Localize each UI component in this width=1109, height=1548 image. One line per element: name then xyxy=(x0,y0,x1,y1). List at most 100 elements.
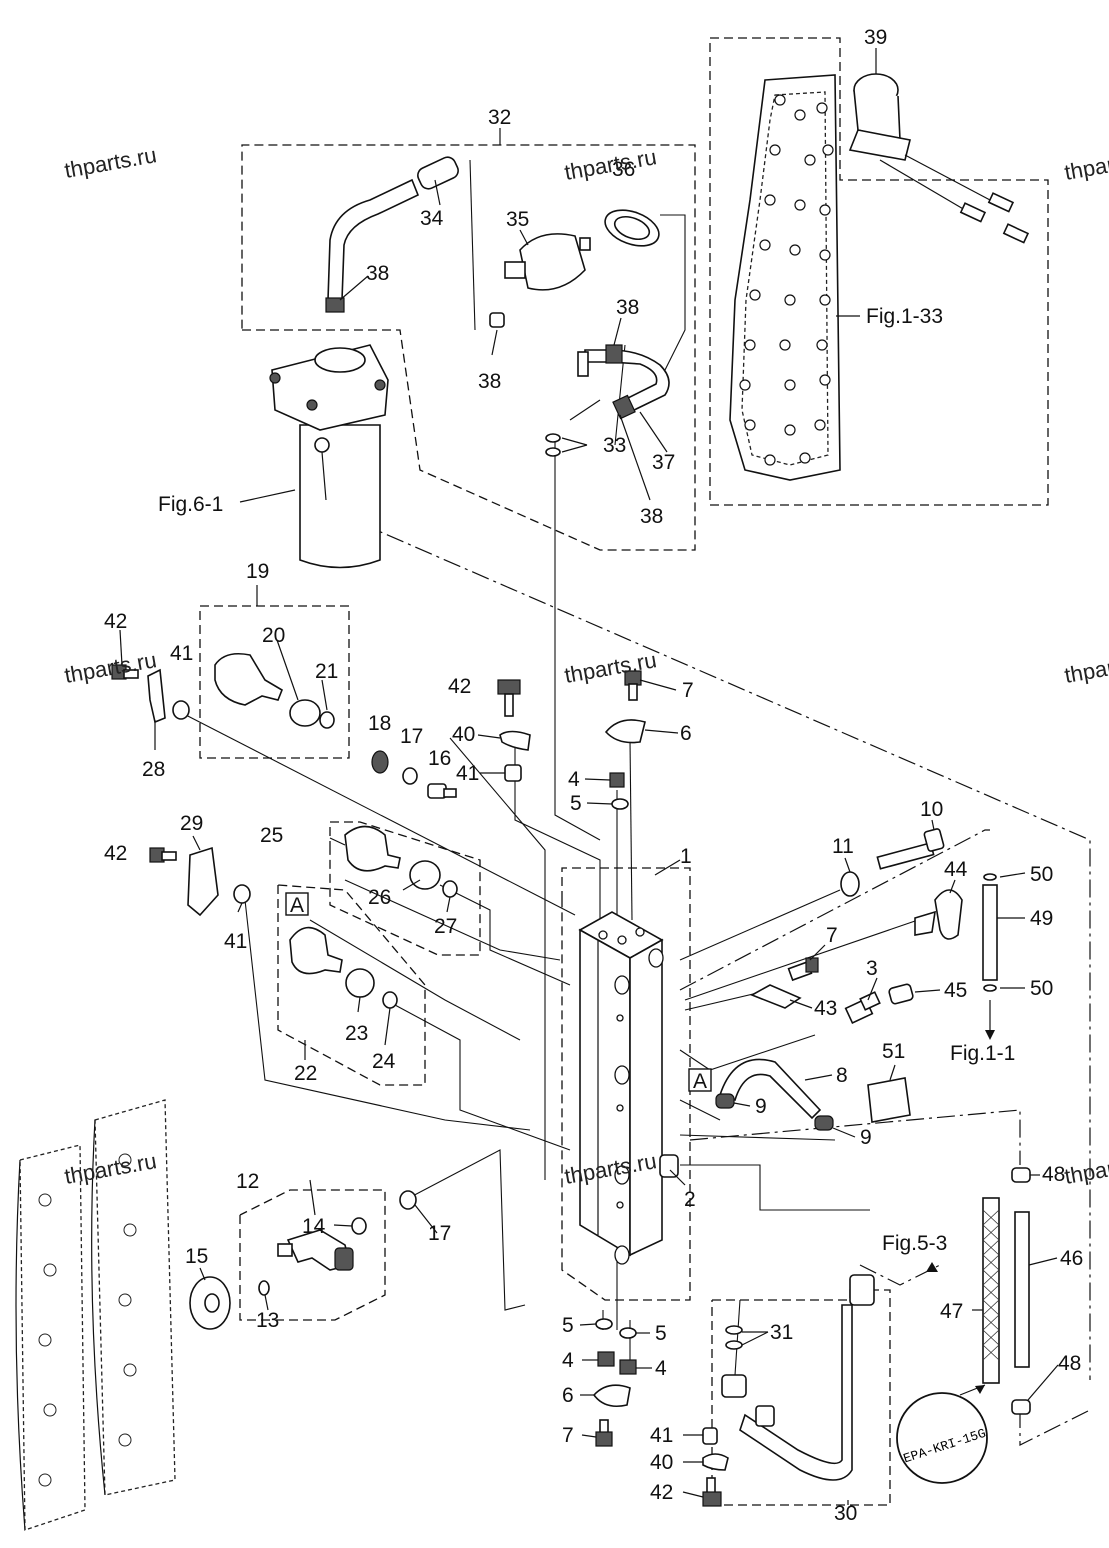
part-38-clip-small xyxy=(489,312,505,328)
label-29: 29 xyxy=(180,812,203,835)
label-12: 12 xyxy=(236,1170,259,1193)
label-10: 10 xyxy=(920,798,943,821)
part-44-clamp xyxy=(914,889,963,940)
label-6b: 6 xyxy=(562,1384,574,1407)
label-1: 1 xyxy=(680,845,692,868)
label-13: 13 xyxy=(256,1309,279,1332)
part-9-clip-b xyxy=(814,1115,834,1131)
arrow-fig1-1 xyxy=(985,1030,995,1040)
part-17-collar-b xyxy=(399,1190,417,1210)
label-19: 19 xyxy=(246,560,269,583)
part-31-washer-a xyxy=(725,1325,743,1335)
part-27-oring xyxy=(442,880,458,898)
part-17-collar-a xyxy=(402,767,418,785)
part-7-bolt-a xyxy=(624,670,642,701)
stamp-circle: EPA-KRI-15G xyxy=(896,1392,988,1484)
part-33-washers xyxy=(545,433,561,457)
label-2: 2 xyxy=(684,1188,696,1211)
part-39-bracket xyxy=(848,73,1030,244)
part-5-washer-b xyxy=(595,1318,613,1330)
label-38c: 38 xyxy=(478,370,501,393)
label-4a: 4 xyxy=(568,768,580,791)
part-48-cap-a xyxy=(1011,1167,1031,1183)
label-16: 16 xyxy=(428,747,451,770)
part-36-ring xyxy=(604,209,660,247)
label-41b: 41 xyxy=(456,762,479,785)
label-27: 27 xyxy=(434,915,457,938)
part-11-washer xyxy=(840,871,860,897)
label-42a: 42 xyxy=(104,610,127,633)
label-7a: 7 xyxy=(682,679,694,702)
part-12-elbow xyxy=(277,1229,354,1271)
label-35: 35 xyxy=(506,208,529,231)
label-38d: 38 xyxy=(640,505,663,528)
group-box-12 xyxy=(239,1189,386,1321)
label-a-right: A xyxy=(693,1070,707,1093)
part-41-collar-d xyxy=(702,1427,718,1445)
part-35-fuel-filter xyxy=(504,233,591,291)
label-49: 49 xyxy=(1030,907,1053,930)
part-10-bolt xyxy=(876,828,945,870)
label-41c: 41 xyxy=(224,930,247,953)
label-7c: 7 xyxy=(562,1424,574,1447)
label-37: 37 xyxy=(652,451,675,474)
part-1-fuel-rail xyxy=(578,911,679,1265)
group-box-25 xyxy=(329,821,481,956)
label-45: 45 xyxy=(944,979,967,1002)
part-31-washer-b xyxy=(725,1340,743,1350)
group-box-1 xyxy=(561,867,691,1301)
part-41-collar-c xyxy=(233,884,251,904)
part-3-nipple xyxy=(844,991,881,1024)
label-34: 34 xyxy=(420,207,444,230)
label-21: 21 xyxy=(315,660,338,683)
part-28-plate xyxy=(147,668,166,724)
label-50b: 50 xyxy=(1030,977,1053,1000)
leader-48-line xyxy=(1019,1409,1091,1446)
label-41d: 41 xyxy=(650,1424,673,1447)
label-42b: 42 xyxy=(448,675,471,698)
part-4-plug-b xyxy=(597,1351,615,1367)
callout-box-a-left xyxy=(285,892,309,916)
label-40a: 40 xyxy=(452,723,475,746)
part-15-washer xyxy=(189,1276,231,1330)
label-20: 20 xyxy=(262,624,285,647)
label-36: 36 xyxy=(612,158,635,181)
part-20-oring xyxy=(289,699,321,727)
label-4b: 4 xyxy=(562,1349,574,1372)
watermark-2: thparts.ru xyxy=(563,144,659,185)
label-leaders xyxy=(119,48,1059,1505)
part-29-plate xyxy=(187,846,219,917)
label-14: 14 xyxy=(302,1215,326,1238)
arrow-fig5-3 xyxy=(926,1262,938,1272)
watermark-5: thparts.ru xyxy=(563,647,659,688)
label-33: 33 xyxy=(603,434,626,457)
label-fig5-3: Fig.5-3 xyxy=(882,1232,947,1255)
watermark-4: thparts.ru xyxy=(63,647,159,688)
part-7-bolt-c xyxy=(595,1419,613,1447)
label-fig6-1: Fig.6-1 xyxy=(158,493,223,516)
label-23: 23 xyxy=(345,1022,368,1045)
fig1-33-plate xyxy=(729,74,841,481)
part-25-plug xyxy=(344,825,401,872)
part-30-hose xyxy=(721,1274,875,1481)
label-26: 26 xyxy=(368,886,391,909)
part-43-bracket xyxy=(750,984,802,1009)
part-23-oring xyxy=(345,968,375,998)
label-42d: 42 xyxy=(650,1481,673,1504)
label-41a: 41 xyxy=(170,642,193,665)
label-47: 47 xyxy=(940,1300,963,1323)
part-18-cap xyxy=(371,750,389,774)
callout-numbers: 32 34 38 35 36 38 38 33 37 38 39 Fig.1-3… xyxy=(104,26,1083,1525)
part-20-plug xyxy=(214,652,283,706)
part-14-oring xyxy=(351,1217,367,1235)
label-5b: 5 xyxy=(562,1314,574,1337)
part-42-bolt-b xyxy=(497,679,521,717)
part-46-tube xyxy=(1014,1211,1030,1368)
label-22: 22 xyxy=(294,1062,317,1085)
part-34-hose xyxy=(325,156,459,313)
label-a-left: A xyxy=(290,894,304,917)
label-24: 24 xyxy=(372,1050,396,1073)
label-fig1-33: Fig.1-33 xyxy=(866,305,943,328)
part-24-oring xyxy=(382,991,398,1009)
